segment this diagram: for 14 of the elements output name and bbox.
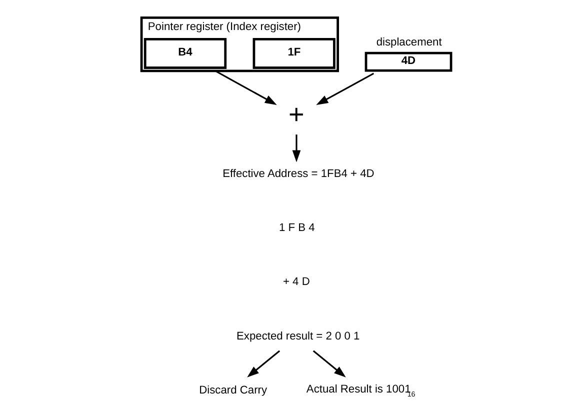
label: 1 F B 4 <box>278 222 314 234</box>
node-box: B4 <box>143 38 226 69</box>
node-label: displacement <box>376 36 442 49</box>
label: + 4 D <box>282 276 310 288</box>
arrow <box>246 350 280 378</box>
node-text: Discard Carry <box>198 384 267 396</box>
arrow <box>312 350 346 378</box>
arrow <box>292 134 300 162</box>
node-text: Effective Address = 1FB4 + 4D <box>222 168 374 180</box>
arrow <box>214 70 276 105</box>
node-box: 1F <box>252 38 335 69</box>
node-text: Expected result = 2 0 0 1 <box>236 330 360 342</box>
arrow <box>316 72 374 106</box>
node-text: + <box>288 100 304 130</box>
